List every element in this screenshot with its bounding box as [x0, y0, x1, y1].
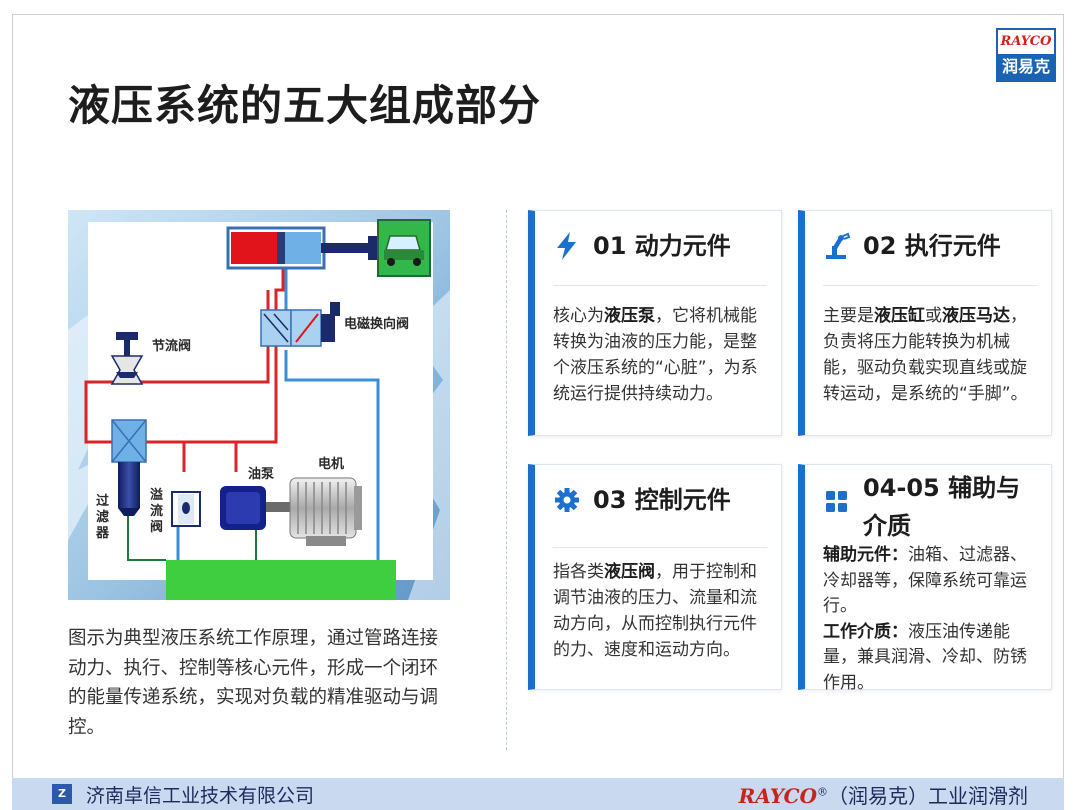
body-text: ，用于控制和调节油液的压力、流量和流动方向，从而控制执行元件的力、速度和运动方向…	[553, 562, 757, 660]
oil-pump-label: 油泵	[248, 466, 274, 482]
body-text: ，它将机械能转换为油液的压力能，是整个液压系统的“心脏”，为系统运行提供持续动力…	[553, 306, 758, 404]
card-body: 主要是液压缸或液压马达，负责将压力能转换为机械能，驱动负载实现直线或旋转运动，是…	[823, 303, 1039, 407]
card-auxiliary-and-medium: 04-05 辅助与介质 辅助元件：油箱、过滤器、冷却器等，保障系统可靠运行。工作…	[798, 464, 1052, 693]
body-text: 油箱、过滤器、冷却器等，保障系统可靠运行。	[823, 545, 1027, 616]
card-separator	[553, 285, 767, 286]
card-title: 04-05 辅助与介质	[863, 474, 1021, 540]
highlight-term: 工作介质：	[823, 621, 908, 642]
body-text: ，负责将压力能转换为机械能，驱动负载实现直线或旋转运动，是系统的“手脚”。	[823, 306, 1028, 404]
card-body: 指各类液压阀，用于控制和调节油液的压力、流量和流动方向，从而控制执行元件的力、速…	[553, 559, 769, 663]
highlight-term: 液压缸	[874, 306, 925, 326]
red-pipe-left	[84, 380, 218, 444]
card-actuator-components: 02 执行元件 主要是液压缸或液压马达，负责将压力能转换为机械能，驱动负载实现直…	[798, 210, 1052, 436]
car-load	[377, 219, 431, 277]
card-power-components: 01 动力元件 核心为液压泵，它将机械能转换为油液的压力能，是整个液压系统的“心…	[528, 210, 782, 436]
footer-brand-en: RAYCO	[738, 784, 817, 808]
card-separator	[823, 285, 1037, 286]
card-body: 辅助元件：油箱、过滤器、冷却器等，保障系统可靠运行。工作介质：液压油传递能量，兼…	[823, 543, 1039, 696]
company-logo-icon: Z	[52, 784, 72, 804]
highlight-term: 液压泵	[604, 306, 655, 326]
rayco-logo: RAYCO 润易克	[996, 28, 1056, 82]
logo-brand-en: RAYCO	[998, 30, 1054, 54]
footer-bar: Z 济南卓信工业技术有限公司 RAYCO®（润易克）工业润滑剂	[12, 778, 1064, 810]
oil-tank	[166, 560, 396, 600]
blue-pipe-drop	[284, 350, 380, 560]
card-title: 02 执行元件	[863, 232, 1001, 260]
hydraulic-cylinder	[226, 226, 378, 270]
filter-vertical-label: 过滤器	[96, 494, 110, 541]
page-title: 液压系统的五大组成部分	[68, 81, 542, 130]
throttle-valve-label: 节流阀	[152, 338, 191, 354]
oil-pump	[220, 486, 290, 530]
footer-brand-mark: ®	[817, 785, 828, 799]
gear-icon	[553, 485, 581, 515]
lightning-icon	[553, 231, 581, 261]
relief-valve	[171, 491, 201, 527]
relief-valve-vertical-label: 溢流阀	[150, 488, 164, 535]
footer-company: 济南卓信工业技术有限公司	[86, 785, 315, 807]
column-divider	[506, 210, 507, 750]
card-body: 核心为液压泵，它将机械能转换为油液的压力能，是整个液压系统的“心脏”，为系统运行…	[553, 303, 769, 407]
diagram-caption: 图示为典型液压系统工作原理，通过管路连接动力、执行、控制等核心元件，形成一个闭环…	[68, 628, 439, 738]
logo-brand-cn: 润易克	[1001, 57, 1050, 76]
motor-label: 电机	[318, 456, 344, 472]
highlight-term: 液压马达	[942, 306, 1010, 326]
grid-icon	[823, 487, 851, 517]
throttle-valve	[110, 332, 144, 385]
body-text: 核心为	[553, 306, 604, 326]
motor	[289, 477, 362, 546]
footer-brand: RAYCO®（润易克）工业润滑剂	[739, 780, 1028, 809]
robot-arm-icon	[823, 231, 851, 261]
body-text: 指各类	[553, 562, 604, 582]
body-text: 主要是	[823, 306, 874, 326]
card-title: 03 控制元件	[593, 486, 731, 514]
highlight-term: 液压阀	[604, 562, 655, 582]
card-title: 01 动力元件	[593, 232, 731, 260]
footer-brand-rest: （润易克）工业润滑剂	[828, 784, 1028, 808]
card-separator	[553, 547, 767, 548]
filter	[111, 419, 147, 516]
body-text: 或	[925, 306, 942, 326]
highlight-term: 辅助元件：	[823, 545, 908, 565]
body-text: 液压油传递能量，兼具润滑、冷却、防锈作用。	[823, 621, 1027, 693]
solenoid-valve	[260, 302, 340, 347]
hydraulic-diagram: 电磁换向阀 节流阀 油泵	[68, 210, 450, 600]
card-control-components: 03 控制元件 指各类液压阀，用于控制和调节油液的压力、流量和流动方向，从而控制…	[528, 464, 782, 690]
solenoid-valve-label: 电磁换向阀	[344, 316, 409, 332]
